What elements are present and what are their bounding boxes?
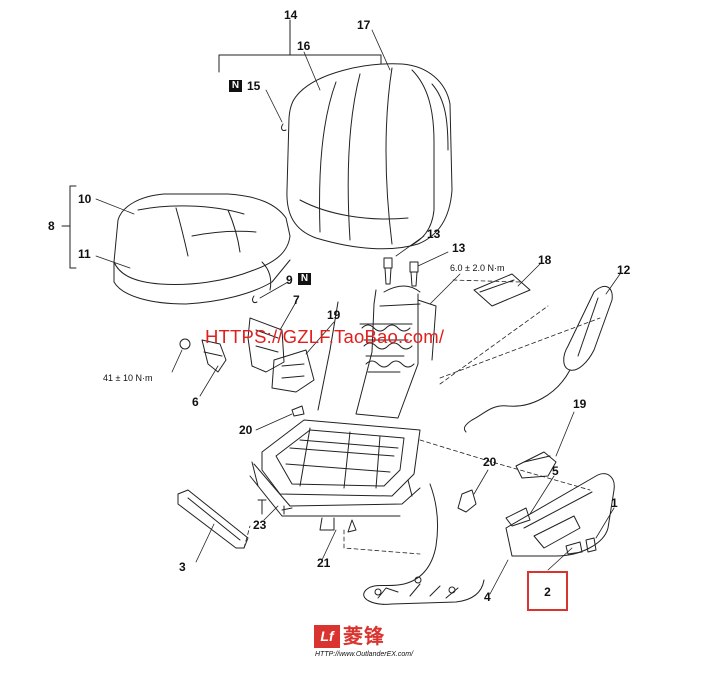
callout-19-lower: 19 — [573, 397, 587, 411]
callout-2: 2 — [544, 585, 551, 599]
dashed-guides — [243, 279, 601, 555]
highlight-box-2: 2 — [527, 571, 568, 611]
callout-6: 6 — [192, 395, 199, 409]
torque-spec-upper: 6.0 ± 2.0 N·m — [450, 263, 505, 273]
callout-16: 16 — [297, 39, 311, 53]
callout-19-upper: 19 — [327, 308, 341, 322]
hinge-parts — [179, 317, 557, 513]
callout-1: 1 — [611, 496, 618, 510]
logo-badge-icon: Lf — [314, 625, 340, 648]
leader-lines — [95, 29, 621, 595]
logo-brand-text: 菱锋 — [343, 624, 385, 648]
brand-logo: Lf 菱锋 HTTP://www.OutlanderEX.com/ — [314, 625, 424, 669]
seat-back — [286, 63, 453, 250]
callout-20-left: 20 — [239, 423, 253, 437]
callout-21: 21 — [317, 556, 331, 570]
side-cover-12 — [563, 285, 613, 371]
track-cover — [177, 489, 249, 549]
callout-10: 10 — [78, 192, 92, 206]
callout-17: 17 — [357, 18, 371, 32]
callout-12: 12 — [617, 263, 631, 277]
callout-9: 9 — [286, 273, 293, 287]
callout-18: 18 — [538, 253, 552, 267]
callout-7: 7 — [293, 293, 300, 307]
callout-23: 23 — [253, 518, 267, 532]
callout-13-right: 13 — [452, 241, 466, 255]
torque-spec-left: 41 ± 10 N·m — [103, 373, 153, 383]
callout-15: 15 — [247, 79, 261, 93]
seat-cushion — [113, 193, 291, 305]
callout-20-right: 20 — [483, 455, 497, 469]
callout-5: 5 — [552, 464, 559, 478]
rear-panel-18 — [473, 273, 531, 307]
side-shield — [505, 473, 615, 557]
callout-11: 11 — [78, 247, 91, 261]
callout-4: 4 — [484, 590, 491, 604]
logo-url-text: HTTP://www.OutlanderEX.com/ — [315, 651, 414, 658]
group-bracket-8 — [61, 185, 77, 269]
group-bracket-14 — [218, 19, 382, 73]
seat-frame — [249, 285, 437, 531]
non-reusable-badge-9: N — [298, 273, 311, 285]
non-reusable-badge-15: N — [229, 80, 242, 92]
callout-13-left: 13 — [427, 227, 441, 241]
callout-8: 8 — [48, 219, 55, 233]
bolts — [257, 499, 357, 533]
callout-14: 14 — [284, 8, 298, 22]
callout-3: 3 — [179, 560, 186, 574]
wire-harness — [363, 369, 571, 605]
fasteners — [252, 123, 419, 303]
watermark-text: HTTPS://GZLF.TaoBao.com/ — [205, 326, 445, 347]
